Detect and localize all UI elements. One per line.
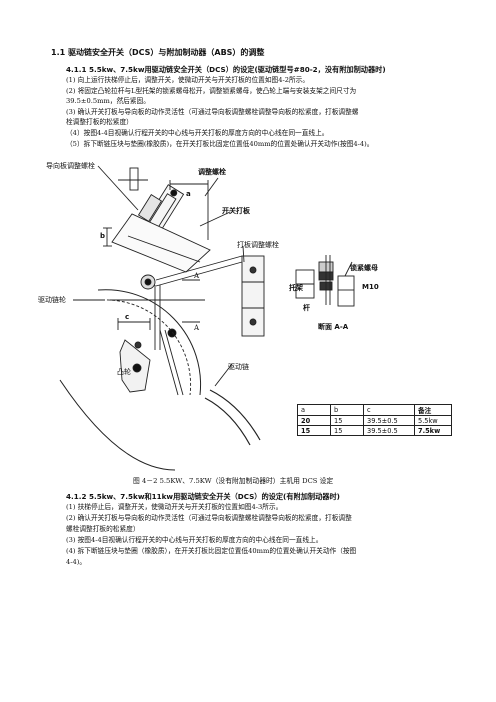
paragraph-item: （4）按图4-4目视确认行程开关的中心线与开关打板的厚度方向的中心线在同一直线上… <box>66 129 329 137</box>
paragraph-item: (3) 按图4-4目视确认行程开关的中心线与开关打板的厚度方向的中心线在同一直线… <box>66 536 323 544</box>
table-header: c <box>363 404 415 416</box>
subsection-title-2: 4.1.2 5.5kw、7.5kw和11kw用驱动链安全开关（DCS）的设定(有… <box>66 492 340 501</box>
dim-b: b <box>100 232 106 240</box>
dim-c: c <box>125 313 130 321</box>
table-cell: 39.5±0.5 <box>363 415 415 426</box>
label-bracket: 托架 <box>289 284 303 292</box>
label-drive-chain: 驱动链 <box>228 363 249 371</box>
table-cell: 39.5±0.5 <box>363 425 415 436</box>
table-cell: 15 <box>330 415 364 426</box>
top-mount <box>129 167 139 191</box>
dim-a: a <box>186 190 191 198</box>
label-section-aa: 断面 A-A <box>318 323 349 331</box>
paragraph-item: 栓调整打板的松紧度） <box>66 118 133 126</box>
paragraph-item: (2) 将固定凸轮拉杆与L型托架的锁紧螺母松开，调整锁紧螺母，使凸轮上端与安装支… <box>66 87 357 95</box>
paragraph-item: (3) 确认开关打板与导向板的动作灵活性（可通过导向板调整螺栓调整导向板的松紧度… <box>66 108 359 116</box>
table-header: 备注 <box>414 404 452 416</box>
paragraph-item: (4) 拆下断链压块与垫圈（橡胶质），在开关打板比固定位置低40mm的位置处确认… <box>66 547 357 555</box>
section-title: 1.1 驱动链安全开关（DCS）与附加制动器（ABS）的调整 <box>51 48 265 57</box>
table-row: 20 15 39.5±0.5 5.5kw <box>297 415 452 426</box>
label-cam: 凸轮 <box>117 368 131 376</box>
label-switch-plate: 开关打板 <box>222 207 250 215</box>
label-drive-sprocket: 驱动链轮 <box>38 296 66 304</box>
table-row: 15 15 39.5±0.5 7.5kw <box>297 425 452 436</box>
table-cell: 7.5kw <box>414 425 452 436</box>
paragraph-item: 螺栓调整打板的松紧度） <box>66 525 140 533</box>
section-mark-a: A <box>194 324 200 332</box>
paragraph-item: 4-4)。 <box>66 558 87 566</box>
paragraph-item: (1) 扶梯停止后，调整开关，使微动开关与开关打板的位置如图4-3所示。 <box>66 503 283 511</box>
section-mark-a: A <box>194 272 200 280</box>
label-m10: M10 <box>362 283 379 291</box>
table-cell: 5.5kw <box>414 415 452 426</box>
label-lock-nut: 锁紧螺母 <box>350 264 378 272</box>
label-adjust-bolt: 调整螺栓 <box>198 168 226 176</box>
paragraph-item: （5）拆下断链压块与垫圈(橡胶质)，在开关打板比固定位置低40mm的位置处确认开… <box>66 140 374 148</box>
figure-caption: 图 4－2 5.5KW、7.5KW（没有附加制动器时）主机用 DCS 设定 <box>133 477 334 485</box>
label-rod: 杆 <box>303 304 310 312</box>
table-header: b <box>330 404 364 416</box>
table-cell: 20 <box>297 415 331 426</box>
table-header-row: a b c 备注 <box>297 404 452 416</box>
paragraph-item: (1) 向上运行扶梯停止后，调整开关，使微动开关与开关打板的位置如图4-2所示。 <box>66 76 310 84</box>
dimension-table: a b c 备注 20 15 39.5±0.5 5.5kw 15 15 39.5… <box>297 404 452 436</box>
table-cell: 15 <box>297 425 331 436</box>
label-guide-bolt: 导向板调整螺栓 <box>46 162 95 170</box>
table-cell: 15 <box>330 425 364 436</box>
label-plate-bolt: 打板调整螺栓 <box>237 241 279 249</box>
subsection-title-1: 4.1.1 5.5kw、7.5kw用驱动链安全开关（DCS）的设定(驱动链型号#… <box>66 65 386 74</box>
paragraph-item: 39.5±0.5mm，然后紧固。 <box>66 97 150 105</box>
table-header: a <box>297 404 331 416</box>
paragraph-item: (2) 确认开关打板与导向板的动作灵活性（可通过导向板调整螺栓调整导向板的松紧度… <box>66 514 352 522</box>
